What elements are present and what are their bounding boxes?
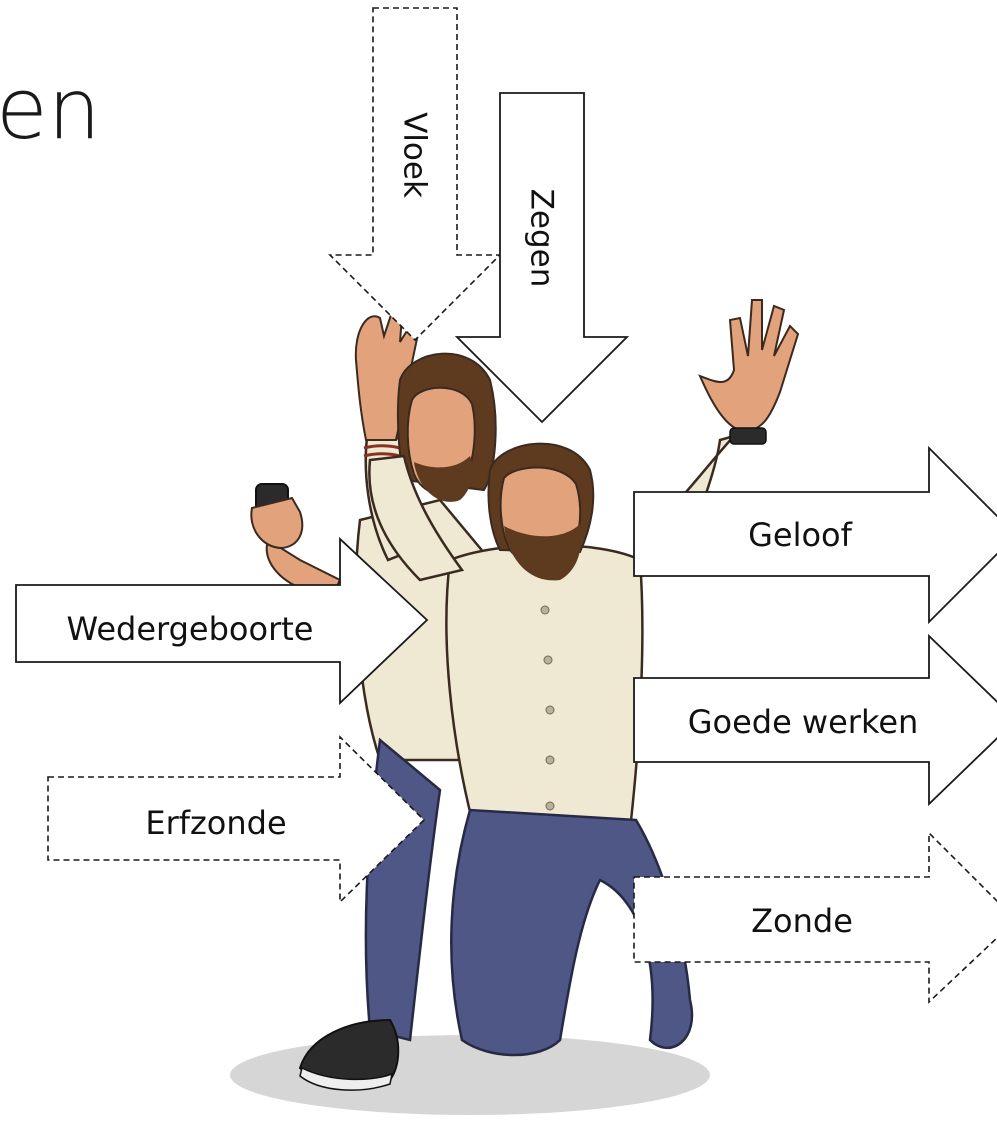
arrow-zegen-label: Zegen — [524, 189, 560, 288]
arrow-geloof: Geloof — [633, 445, 997, 625]
arrow-wedergeboorte: Wedergeboorte — [15, 536, 429, 706]
arrow-goede-werken-label: Goede werken — [688, 703, 919, 741]
arrow-zonde: Zonde — [633, 831, 997, 1004]
front-man-torso — [445, 543, 644, 832]
arrow-zonde-label: Zonde — [751, 902, 853, 940]
arrow-erfzonde: Erfzonde — [47, 735, 426, 904]
watch-icon — [729, 427, 767, 445]
back-man-beard — [414, 456, 473, 502]
arrow-zonde-shape — [633, 831, 997, 1004]
front-man-left-arm — [368, 454, 465, 582]
arrow-geloof-shape — [633, 445, 997, 625]
arrow-goede-werken: Goede werken — [633, 633, 997, 807]
arrow-vloek: Vloek — [328, 7, 502, 342]
shirt-buttons — [540, 605, 555, 811]
arrow-vloek-shape — [328, 7, 502, 342]
arrow-vloek-label: Vloek — [397, 112, 433, 198]
front-man-legs — [450, 808, 694, 1057]
front-man-right-hand — [698, 299, 800, 434]
sneaker-sole — [299, 1066, 393, 1091]
arrow-goede-werken-shape — [633, 633, 997, 807]
arrow-erfzonde-label: Erfzonde — [145, 804, 286, 842]
front-man — [368, 299, 800, 1057]
arrow-geloof-label: Geloof — [748, 516, 853, 554]
title-fragment: en — [0, 60, 101, 158]
arrow-wedergeboorte-shape — [15, 536, 429, 706]
back-man-hand — [250, 496, 304, 550]
arrow-wedergeboorte-label: Wedergeboorte — [67, 610, 314, 648]
arrow-zegen-shape — [454, 92, 630, 424]
illustration — [230, 299, 800, 1115]
arrow-zegen: Zegen — [454, 92, 630, 424]
arrow-erfzonde-shape — [47, 735, 426, 904]
front-man-beard — [504, 524, 582, 581]
